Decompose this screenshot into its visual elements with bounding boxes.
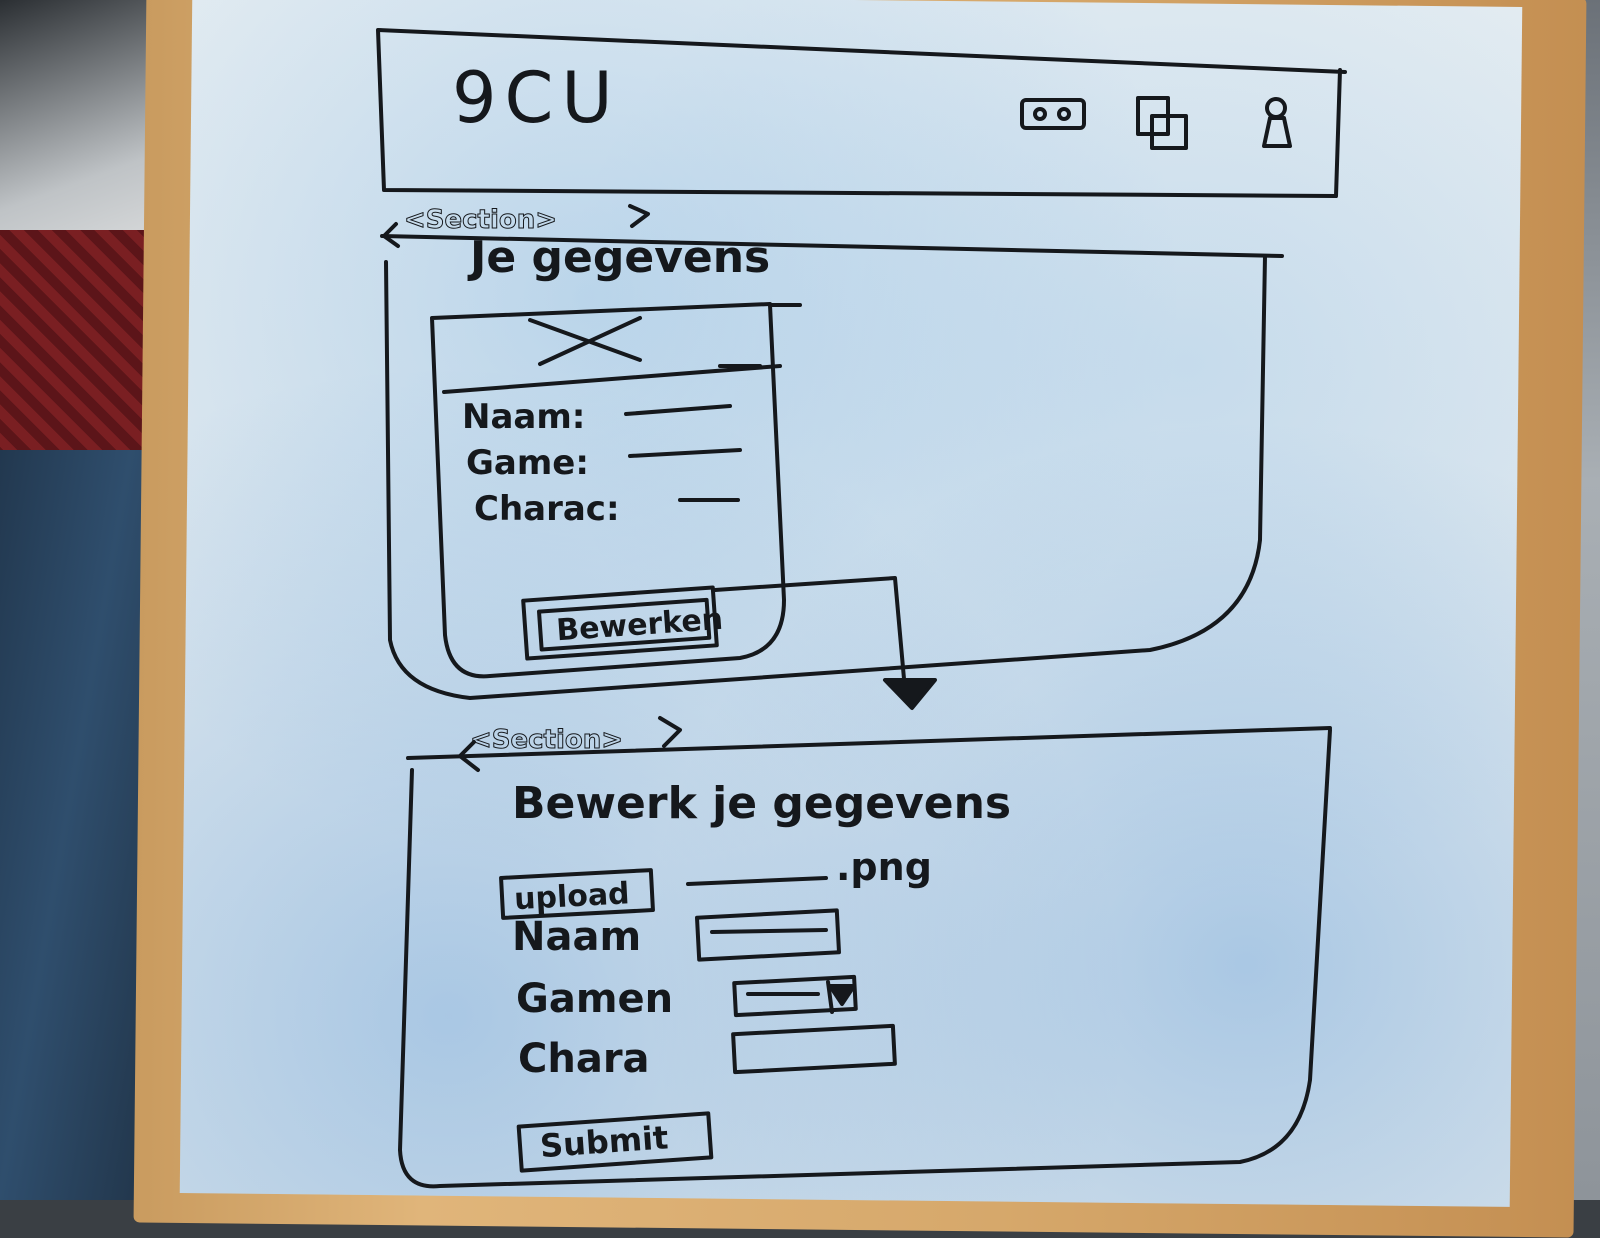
gamen-select[interactable]: [732, 974, 858, 1018]
arrow-head: [883, 678, 937, 710]
floor-background: [0, 0, 170, 240]
dropdown-icon[interactable]: [828, 984, 856, 1006]
section2-tag: <Section>: [470, 725, 623, 755]
field-label-gamen: Gamen: [516, 976, 673, 1022]
chara-input[interactable]: [731, 1023, 897, 1075]
section1-tag: <Section>: [404, 205, 557, 235]
submit-button[interactable]: [516, 1111, 714, 1173]
upload-extension: .png: [836, 845, 932, 889]
header-bar: [376, 28, 1347, 198]
upload-button-label: upload: [513, 876, 630, 917]
profile-card: [430, 302, 802, 679]
card-field-naam: Naam:: [462, 397, 585, 437]
edit-button[interactable]: [521, 585, 719, 661]
copy-icon[interactable]: [1136, 96, 1188, 150]
field-label-naam: Naam: [512, 914, 641, 960]
naam-input[interactable]: [694, 908, 842, 962]
section1-box: [384, 254, 1267, 700]
field-label-chara: Chara: [518, 1036, 650, 1082]
section1-title: Je gegevens: [467, 232, 770, 283]
card-field-charac: Charac:: [474, 489, 620, 529]
card-field-game: Game:: [466, 443, 589, 483]
section2-title: Bewerk je gegevens: [512, 778, 1011, 829]
wireframe-sketch: 9CU <Section> Je gegevens Naam: Game: Ch…: [376, 28, 1347, 1189]
logo: 9CU: [452, 57, 621, 139]
image-placeholder-icon: [528, 316, 762, 368]
upload-button[interactable]: [499, 868, 655, 920]
submit-button-label: Submit: [539, 1118, 670, 1165]
section2-box: [398, 728, 1332, 1189]
user-icon[interactable]: [1262, 97, 1292, 148]
jeans-background: [0, 450, 160, 1200]
ticket-icon[interactable]: [1020, 98, 1086, 130]
